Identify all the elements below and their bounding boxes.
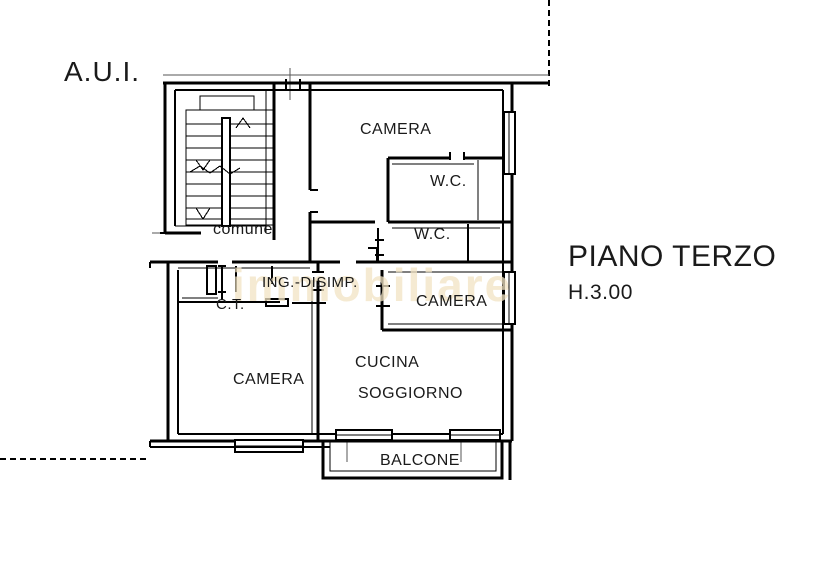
partition-thin-lines xyxy=(175,163,503,434)
stair-arrow-up xyxy=(235,117,251,129)
dashed-boundary-lines xyxy=(0,0,550,460)
ceiling-height-label: H.3.00 xyxy=(568,281,633,304)
balcony-outer xyxy=(321,441,504,480)
room-label-living: SOGGIORNO xyxy=(358,385,463,402)
room-label-wc-upper: W.C. xyxy=(430,173,467,190)
wc-pipe-stub xyxy=(368,247,378,262)
room-label-entry-hall: ING.-DISIMP. xyxy=(262,274,358,291)
room-label-boiler: C.T. xyxy=(216,296,245,313)
ct-fixture-box xyxy=(206,265,217,295)
floor-title: PIANO TERZO xyxy=(568,240,777,273)
stair-landing xyxy=(199,95,255,110)
fixture-details xyxy=(206,247,378,307)
stair-break-line xyxy=(189,165,241,175)
unit-code-label: A.U.I. xyxy=(64,56,141,87)
room-label-comune: comune xyxy=(213,221,273,238)
room-label-camera-top: CAMERA xyxy=(360,121,432,138)
axis-tick-lines xyxy=(152,68,530,462)
room-label-camera-middle: CAMERA xyxy=(416,293,488,310)
exterior-stubs xyxy=(148,231,330,449)
room-label-kitchen: CUCINA xyxy=(355,354,420,371)
room-label-balcony: BALCONE xyxy=(380,452,460,469)
wc2-fixture-box xyxy=(265,298,289,307)
windows xyxy=(234,111,516,453)
room-label-wc-lower: W.C. xyxy=(414,226,451,243)
balcony xyxy=(321,439,512,480)
staircase-block xyxy=(185,83,276,240)
stair-arrow-down-1 xyxy=(195,159,211,171)
stair-arrow-down-2 xyxy=(195,207,211,221)
door-openings xyxy=(218,79,465,307)
stair-stringer xyxy=(221,117,231,227)
room-label-camera-left: CAMERA xyxy=(233,371,305,388)
interior-partitions xyxy=(165,83,512,441)
balcony-inner xyxy=(329,441,497,472)
